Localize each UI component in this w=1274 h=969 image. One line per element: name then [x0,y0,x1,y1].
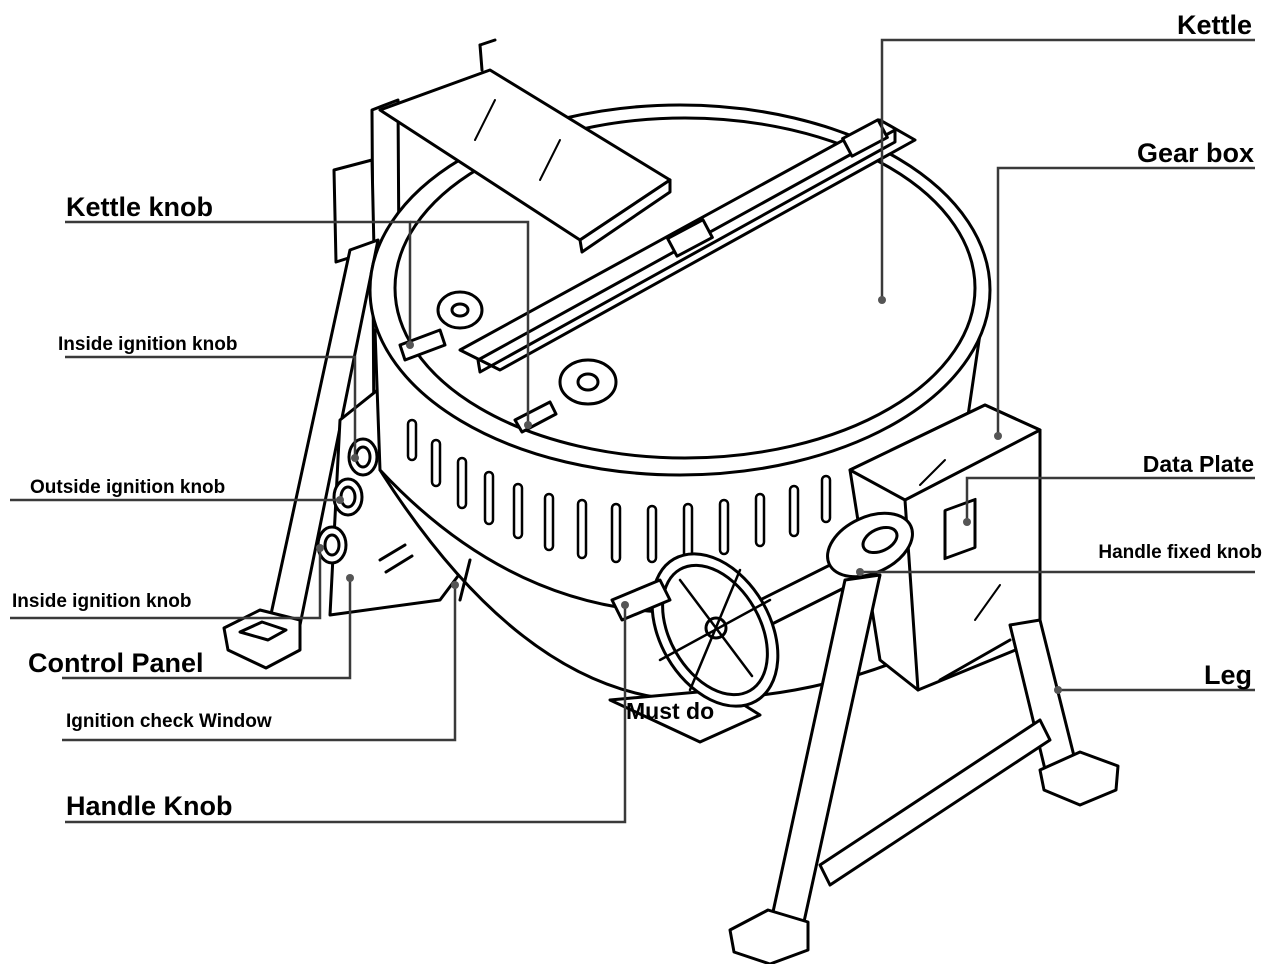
handwheel [610,511,914,708]
leader-lines [10,38,1255,824]
front-left-leg [222,238,380,670]
label-kettle: Kettle [1176,10,1252,40]
leader-data-plate [965,476,1255,522]
kettle-machine-drawing [222,38,1120,966]
leader-control-panel [62,578,352,680]
label-data-plate: Data Plate [1142,451,1254,477]
label-kettle-knob: Kettle knob [66,192,214,222]
label-inside-ignition-knob-bottom: Inside ignition knob [12,591,192,612]
leader-inside-ignition-bottom [10,548,322,620]
pointer-dots [316,296,1062,694]
front-right-leg [728,573,1120,966]
leader-kettle [880,38,1255,300]
label-must-do: Must do [626,698,715,724]
label-handle-knob: Handle Knob [66,791,233,821]
label-handle-fixed-knob: Handle fixed knob [1098,542,1262,563]
gear-box [848,403,1042,692]
label-outside-ignition-knob: Outside ignition knob [30,477,226,498]
label-leg: Leg [1203,660,1252,690]
leader-gear-box [996,166,1255,436]
leader-handle-knob [65,605,627,824]
leader-ignition-window [62,585,457,742]
label-control-panel: Control Panel [28,648,204,678]
label-inside-ignition-knob-top: Inside ignition knob [58,334,238,355]
label-gear-box: Gear box [1136,138,1254,168]
label-ignition-check-window: Ignition check Window [66,711,272,732]
leader-kettle-knob-2 [410,220,530,425]
leader-inside-ignition-top [65,355,357,458]
